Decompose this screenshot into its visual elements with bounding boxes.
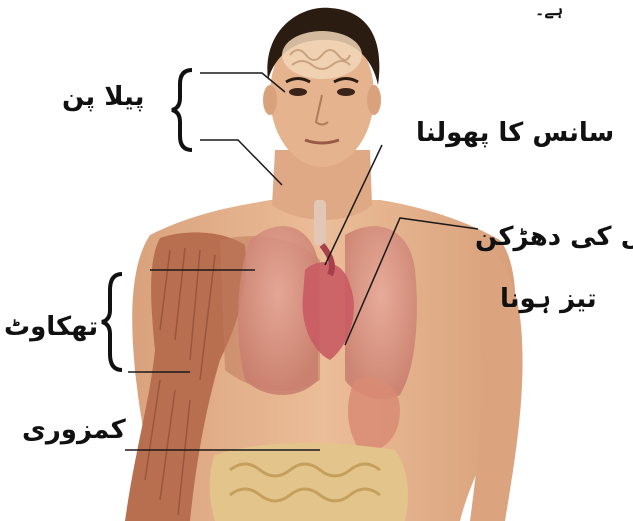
left-eye (289, 88, 307, 96)
right-ear (367, 85, 381, 115)
label-fatigue: تھکاوٹ (4, 312, 98, 342)
intestines (210, 443, 408, 521)
label-heart-line2: تیز ہونا (500, 284, 597, 314)
label-breathlessness: سانس کا پھولنا (416, 118, 614, 148)
label-weakness: کمزوری (22, 415, 126, 445)
trachea (314, 200, 326, 245)
top-text-fragment: ہے۔ (535, 0, 563, 19)
left-ear (263, 85, 277, 115)
label-pallor: پیلا پن (62, 82, 144, 112)
leader-pallor-lower (200, 140, 282, 185)
right-eye (337, 88, 355, 96)
brace-pallor-icon (172, 70, 192, 150)
brace-fatigue-icon (102, 274, 122, 370)
right-lung (345, 226, 417, 399)
label-heart-line1: دل کی دھڑکن (475, 222, 633, 252)
